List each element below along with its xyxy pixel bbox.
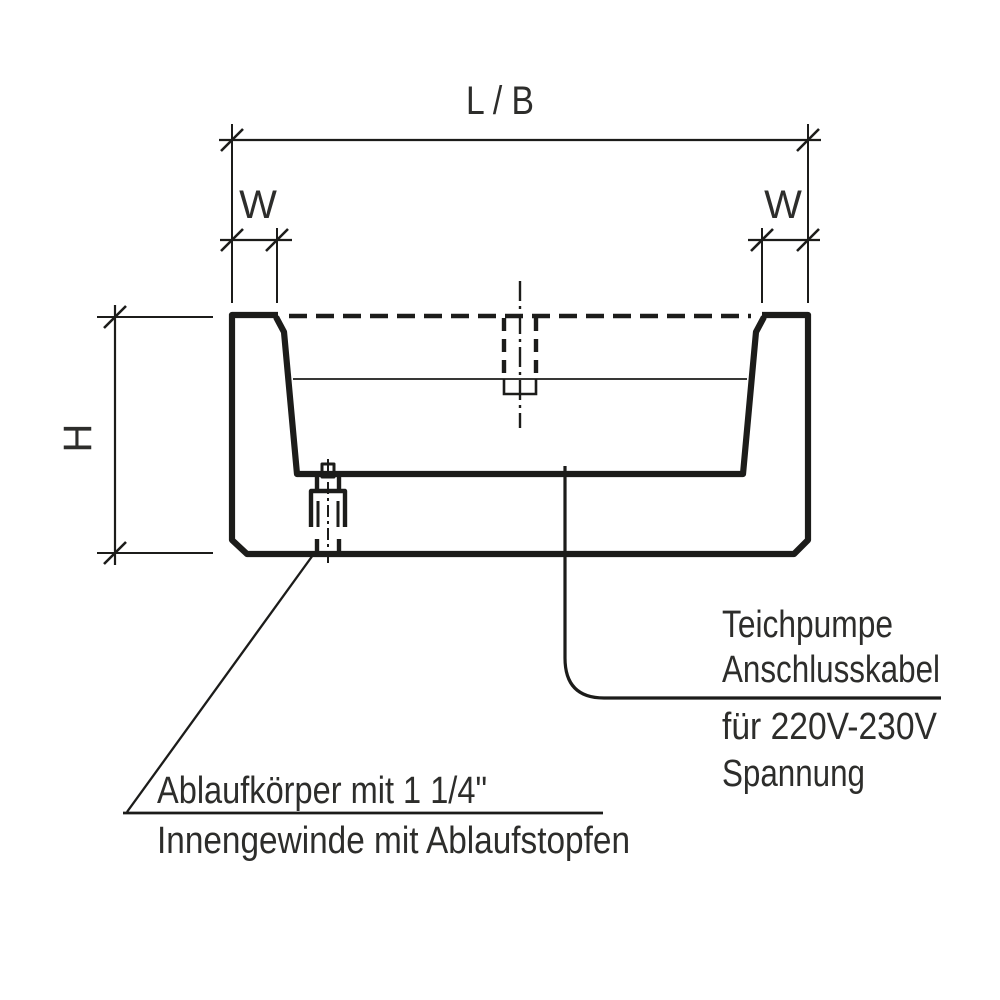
drain-leader-line <box>126 554 314 813</box>
pump-label-line2: Anschlusskabel <box>722 649 940 691</box>
dim-label-lb: L / B <box>466 79 534 123</box>
pump-label-line4: Spannung <box>722 753 865 795</box>
drain-label-line2: Innengewinde mit Ablaufstopfen <box>157 820 630 862</box>
basin-outer-outline <box>228 311 812 558</box>
pump-cable-line <box>563 466 941 700</box>
pump-label-line1: Teichpumpe <box>722 604 893 646</box>
basin-inner-cavity <box>273 315 767 478</box>
drain-label-line1: Ablaufkörper mit 1 1/4" <box>157 770 487 812</box>
dim-label-w-right: W <box>764 183 802 227</box>
dim-tick-w-right-b <box>796 228 820 252</box>
dim-label-w-left: W <box>239 183 277 227</box>
dim-label-h: H <box>56 424 100 453</box>
dim-tick-w-left-a <box>220 228 244 252</box>
pump-label-line3: für 220V-230V <box>722 706 938 748</box>
